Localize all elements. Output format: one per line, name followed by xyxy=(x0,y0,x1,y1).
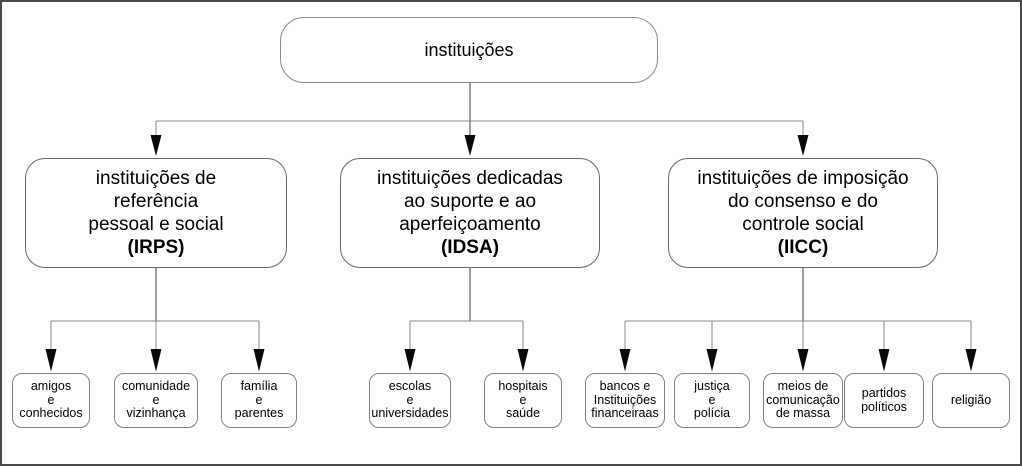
arrow-down-icon xyxy=(797,135,809,156)
leaf-label: escolas e universidades xyxy=(371,379,449,421)
arrow-down-icon xyxy=(45,349,57,372)
arrow-down-icon xyxy=(517,349,529,372)
arrow-down-icon xyxy=(253,349,265,372)
branch-acronym: (IDSA) xyxy=(440,237,500,258)
branch-title: instituições de referência pessoal e soc… xyxy=(88,168,224,235)
leaf-label: justiça e polícia xyxy=(693,379,731,421)
arrow-down-icon xyxy=(706,349,718,372)
branch-title: instituições dedicadas ao suporte e ao a… xyxy=(377,168,563,235)
leaf-comunidade-e-vizinhanca: comunidade e vizinhança xyxy=(114,373,198,428)
arrow-down-icon xyxy=(150,349,162,372)
branch-title: instituições de imposição do consenso e … xyxy=(697,168,909,235)
leaf-religiao: religião xyxy=(932,373,1010,428)
connector-irps-to-leaves xyxy=(45,268,265,372)
leaf-partidos-politicos: partidos políticos xyxy=(844,373,924,428)
node-instituicoes: instituições xyxy=(280,17,658,83)
node-label: instituições xyxy=(424,40,514,60)
leaf-label: religião xyxy=(950,392,992,407)
connector-root-to-branches xyxy=(150,83,809,156)
arrow-down-icon xyxy=(797,349,809,372)
leaf-label: partidos políticos xyxy=(861,386,907,414)
branch-acronym: (IRPS) xyxy=(127,237,185,258)
leaf-familia-e-parentes: família e parentes xyxy=(221,373,297,428)
leaf-label: meios de comunicação de massa xyxy=(766,379,840,421)
leaf-bancos-e-instituicoes-financeiras: bancos e Instituições financeiraas xyxy=(585,373,665,428)
node-idsa: instituições dedicadas ao suporte e ao a… xyxy=(340,158,600,268)
arrow-down-icon xyxy=(464,135,476,156)
node-iicc: instituições de imposição do consenso e … xyxy=(668,158,938,268)
connector-idsa-to-leaves xyxy=(404,268,529,372)
arrow-down-icon xyxy=(965,349,977,372)
leaf-label: hospitais e saúde xyxy=(498,379,548,421)
leaf-label: amigos e conhecidos xyxy=(19,379,83,421)
connector-iicc-to-leaves xyxy=(619,268,977,372)
branch-acronym: (IICC) xyxy=(777,237,829,258)
node-irps: instituições de referência pessoal e soc… xyxy=(25,158,287,268)
leaf-escolas-e-universidades: escolas e universidades xyxy=(369,373,451,428)
leaf-label: comunidade e vizinhança xyxy=(121,379,191,421)
leaf-meios-de-comunicacao-de-massa: meios de comunicação de massa xyxy=(763,373,843,428)
arrow-down-icon xyxy=(404,349,416,372)
leaf-justica-e-policia: justiça e polícia xyxy=(674,373,750,428)
arrow-down-icon xyxy=(150,135,162,156)
leaf-amigos-e-conhecidos: amigos e conhecidos xyxy=(12,373,90,428)
leaf-label: bancos e Instituições financeiraas xyxy=(591,379,659,421)
arrow-down-icon xyxy=(878,349,890,372)
leaf-hospitais-e-saude: hospitais e saúde xyxy=(484,373,562,428)
arrow-down-icon xyxy=(619,349,631,372)
leaf-label: família e parentes xyxy=(234,379,284,421)
